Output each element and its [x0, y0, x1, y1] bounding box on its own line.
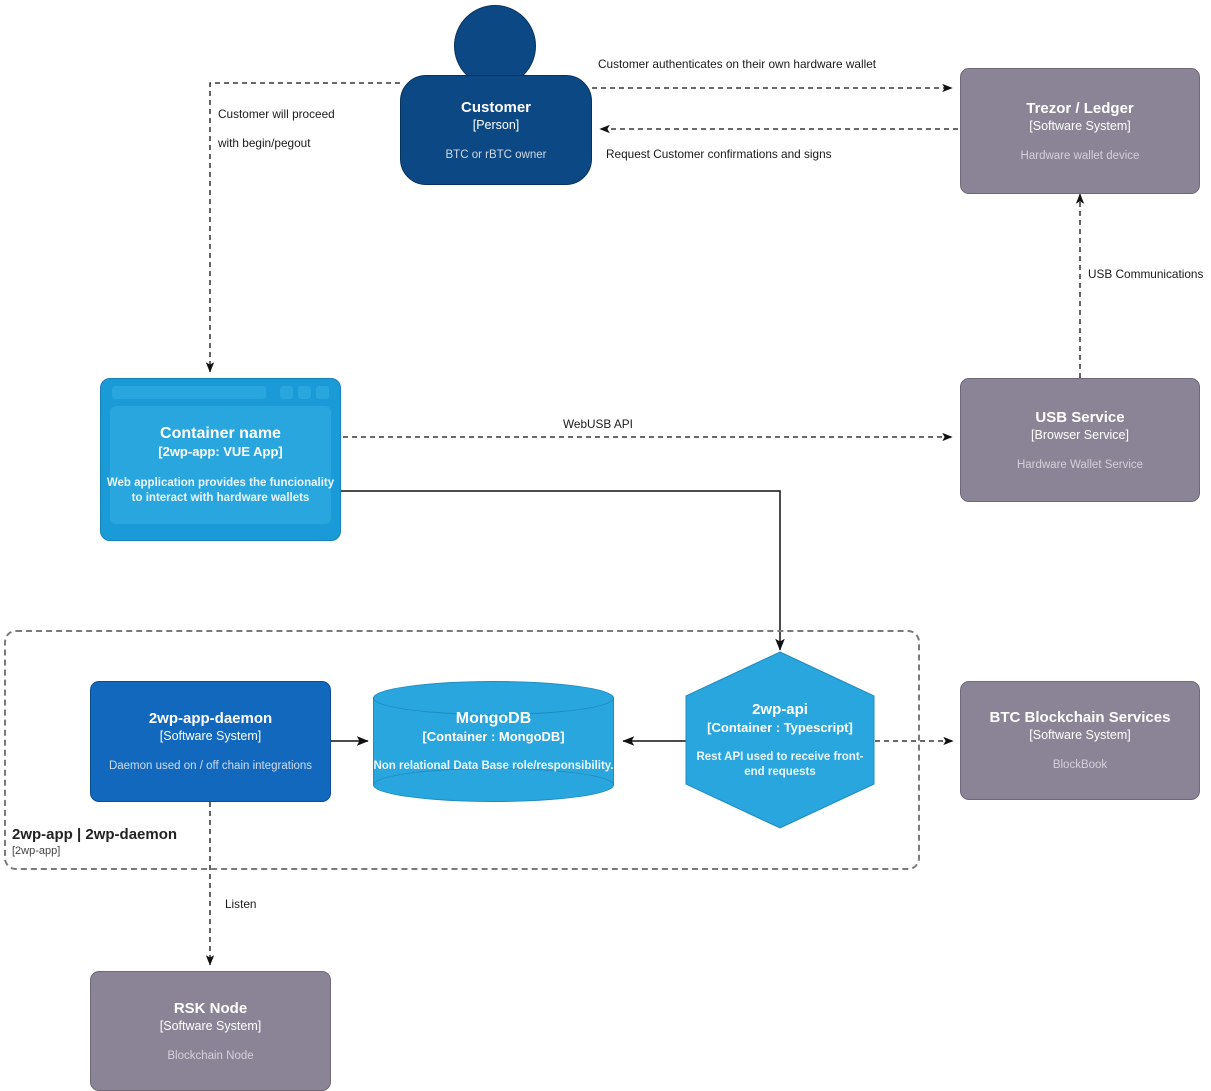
- customer-description: BTC or rBTC owner: [445, 148, 547, 161]
- edge-label-daemon-to-rsk: Listen: [225, 897, 257, 911]
- node-rsk-node[interactable]: RSK Node [Software System] Blockchain No…: [90, 971, 331, 1091]
- customer-name: Customer: [460, 98, 531, 116]
- edge-label-trezor-to-customer: Request Customer confirmations and signs: [606, 147, 832, 161]
- rsk-node-type: [Software System]: [159, 1018, 262, 1033]
- browser-title-bar: [106, 384, 335, 401]
- rsk-node-description: Blockchain Node: [167, 1049, 254, 1062]
- mongodb-description: Non relational Data Base role/responsibi…: [373, 760, 614, 772]
- node-mongodb[interactable]: MongoDB [Container : MongoDB] Non relati…: [373, 681, 614, 802]
- usb-service-description: Hardware Wallet Service: [1016, 458, 1144, 471]
- node-usb-service[interactable]: USB Service [Browser Service] Hardware W…: [960, 378, 1200, 502]
- btc-services-description: BlockBook: [1052, 759, 1108, 771]
- trezor-ledger-name: Trezor / Ledger: [1026, 99, 1134, 117]
- browser-close-icon[interactable]: [316, 386, 329, 399]
- mongodb-label-group: MongoDB [Container : MongoDB] Non relati…: [373, 681, 614, 802]
- rsk-node-name: RSK Node: [173, 999, 248, 1017]
- node-daemon[interactable]: 2wp-app-daemon [Software System] Daemon …: [90, 681, 331, 802]
- mongodb-cylinder-bottom: [373, 768, 614, 802]
- browser-viewport: Container name [2wp-app: VUE App] Web ap…: [107, 406, 334, 524]
- api-label-group: 2wp-api [Container : Typescript] Rest AP…: [686, 652, 874, 828]
- trezor-ledger-description: Hardware wallet device: [1020, 149, 1140, 162]
- customer-type: [Person]: [472, 117, 520, 132]
- api-description: Rest API used to receive front-end reque…: [696, 751, 864, 778]
- node-customer[interactable]: Customer [Person] BTC or rBTC owner: [400, 5, 592, 185]
- browser-maximize-icon[interactable]: [298, 386, 311, 399]
- api-name: 2wp-api: [752, 701, 808, 718]
- edge-label-customer-to-trezor: Customer authenticates on their own hard…: [598, 57, 877, 71]
- daemon-type: [Software System]: [159, 729, 262, 743]
- usb-service-type: [Browser Service]: [1031, 427, 1129, 442]
- edge-customer-to-vue-app: [205, 82, 400, 373]
- vue-app-description: Web application provides the funcionalit…: [106, 477, 335, 504]
- api-type: [Container : Typescript]: [707, 720, 853, 735]
- daemon-name: 2wp-app-daemon: [148, 710, 273, 727]
- daemon-description: Daemon used on / off chain integrations: [108, 760, 313, 772]
- btc-services-name: BTC Blockchain Services: [989, 709, 1171, 726]
- node-trezor-ledger[interactable]: Trezor / Ledger [Software System] Hardwa…: [960, 68, 1200, 194]
- usb-service-name: USB Service: [1035, 408, 1125, 426]
- vue-app-name: Container name: [160, 425, 281, 442]
- customer-head-icon: [454, 5, 536, 87]
- browser-address-bar: [112, 386, 266, 399]
- trezor-ledger-type: [Software System]: [1029, 118, 1131, 133]
- mongodb-cylinder-top: [373, 681, 614, 715]
- edge-label-customer-to-app-line1: Customer will proceed: [218, 107, 335, 121]
- edge-label-customer-to-app-line2: with begin/pegout: [218, 136, 311, 150]
- boundary-label: 2wp-app | 2wp-daemon [2wp-app]: [12, 826, 177, 857]
- browser-minimize-icon[interactable]: [280, 386, 293, 399]
- boundary-name: 2wp-app | 2wp-daemon: [12, 826, 178, 843]
- mongodb-type: [Container : MongoDB]: [422, 729, 565, 744]
- boundary-2wp-app: [4, 630, 920, 870]
- btc-services-type: [Software System]: [1029, 728, 1131, 742]
- mongodb-name: MongoDB: [455, 710, 532, 727]
- edge-label-usb-to-trezor: USB Communications: [1088, 267, 1204, 281]
- boundary-type: [2wp-app]: [12, 845, 61, 857]
- node-btc-services[interactable]: BTC Blockchain Services [Software System…: [960, 681, 1200, 800]
- edge-vue-app-to-api: [341, 490, 785, 651]
- customer-body: Customer [Person] BTC or rBTC owner: [400, 75, 592, 185]
- node-api[interactable]: 2wp-api [Container : Typescript] Rest AP…: [686, 652, 874, 828]
- edge-label-app-to-usb: WebUSB API: [563, 417, 633, 431]
- node-vue-app[interactable]: Container name [2wp-app: VUE App] Web ap…: [100, 378, 341, 541]
- vue-app-type: [2wp-app: VUE App]: [158, 444, 283, 459]
